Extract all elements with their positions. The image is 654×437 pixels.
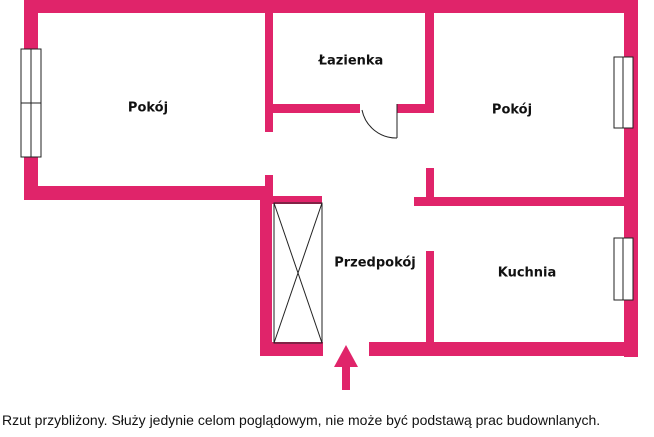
- entrance-arrow-icon: [334, 345, 358, 390]
- window-right-room: [613, 56, 634, 129]
- disclaimer-caption: Rzut przybliżony. Służy jedynie celom po…: [2, 412, 601, 428]
- walls: [24, 0, 638, 357]
- window-kitchen: [613, 237, 634, 301]
- room-label-pokoj-right: Pokój: [491, 102, 533, 118]
- room-label-kuchnia: Kuchnia: [497, 265, 557, 281]
- room-label-przedpokoj: Przedpokój: [334, 255, 416, 271]
- wardrobe: [273, 202, 323, 344]
- bathroom-door: [361, 104, 398, 139]
- window-left: [20, 48, 42, 158]
- room-label-pokoj-left: Pokój: [127, 100, 169, 116]
- room-label-lazienka: Łazienka: [318, 53, 384, 69]
